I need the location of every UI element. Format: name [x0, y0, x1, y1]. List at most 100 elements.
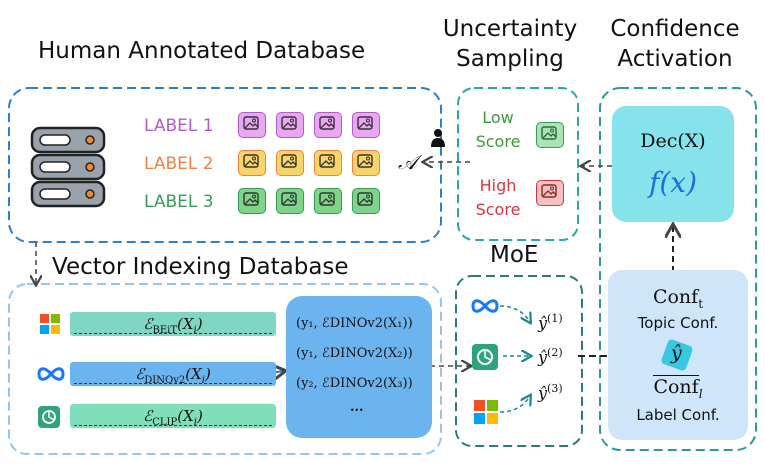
label-3-image-icon	[314, 188, 342, 214]
moe-openai-logo-icon	[472, 344, 498, 370]
encoder-dinov2-bar: ℰDINOv2(Xi)	[70, 362, 276, 386]
moe-yhat-2-sup: (2)	[547, 346, 563, 359]
label-2-image-icon	[238, 150, 266, 176]
encoder-beit-argsub: i	[193, 325, 197, 336]
openai-logo-icon	[38, 406, 60, 428]
decision-box: Dec(X) f(x)	[612, 106, 734, 222]
confidence-title: Confidence Activation	[595, 14, 755, 74]
label-2-text: LABEL 2	[144, 154, 214, 174]
human-db-box	[8, 87, 442, 243]
annotator-person-icon	[431, 129, 445, 147]
encoder-clip-dots	[74, 425, 272, 426]
encoder-beit-dots	[74, 333, 272, 334]
label-1-image-icon	[238, 112, 266, 138]
uncertainty-title-line1: Uncertainty	[442, 16, 578, 42]
label-1-image-icon	[276, 112, 304, 138]
microsoft-logo-icon	[40, 314, 60, 334]
high-score-label: High Score	[466, 174, 530, 222]
label-1-image-icon	[352, 112, 380, 138]
topic-conf-symbol: Conft	[608, 286, 748, 311]
low-score-label: Low Score	[466, 106, 530, 154]
encoder-clip-bar: ℰCLIP(Xi)	[70, 404, 276, 428]
low-score-line1: Low	[482, 108, 514, 127]
encoder-dinov2-sub: DINOv2	[144, 375, 186, 386]
label-3-text: LABEL 3	[144, 192, 214, 212]
encoder-beit-sub: BEiT	[152, 325, 178, 336]
moe-box	[455, 275, 583, 447]
high-score-image-icon	[536, 180, 564, 206]
topic-conf-base: Conf	[652, 286, 699, 308]
uncertainty-title: Uncertainty Sampling	[430, 14, 590, 74]
yhat-symbol: ŷ	[671, 342, 682, 364]
arrow-ms-to-y3	[499, 396, 530, 413]
moe-microsoft-logo-icon	[474, 400, 498, 424]
label-1-text: LABEL 1	[144, 116, 214, 136]
label-conf-symbol: Confl	[608, 375, 748, 401]
encoder-beit-arg: (X	[177, 315, 194, 333]
low-score-line2: Score	[475, 132, 521, 151]
encoder-beit-bar: ℰBEiT(Xi)	[70, 312, 276, 336]
index-item-2: (y₁, ℰDINOv2(X₂))	[296, 346, 413, 361]
label-2-image-icon	[352, 150, 380, 176]
index-item-3: (y₂, ℰDINOv2(X₃))	[296, 376, 413, 391]
encoder-clip-sub: CLIP	[152, 417, 178, 428]
low-score-image-icon	[536, 122, 564, 148]
human-db-title: Human Annotated Database	[38, 38, 366, 64]
index-item-ellipsis: ...	[350, 400, 364, 415]
annotator-symbol: 𝒜	[398, 150, 417, 174]
meta-logo-icon	[37, 367, 65, 381]
topic-conf-label: Topic Conf.	[637, 314, 719, 332]
encoder-clip-argsub: i	[193, 417, 197, 428]
encoder-beit-text: ℰBEiT(Xi)	[70, 315, 276, 336]
vector-index-box: (y₁, ℰDINOv2(X₁)) (y₁, ℰDINOv2(X₂)) (y₂,…	[286, 296, 432, 438]
confidence-title-line1: Confidence	[610, 16, 740, 42]
encoder-clip-name: ℰ	[143, 407, 153, 425]
moe-yhat-3: ŷ(3)	[538, 382, 563, 402]
encoder-dinov2-name: ℰ	[135, 365, 145, 383]
decision-function-text: Dec(X)	[640, 130, 706, 152]
database-icon	[30, 126, 106, 208]
label-1-image-icon	[314, 112, 342, 138]
moe-yhat-3-sup: (3)	[547, 382, 563, 395]
topic-conf-sub: t	[698, 296, 704, 311]
moe-meta-logo-icon	[471, 299, 499, 313]
moe-yhat-2-base: ŷ	[538, 347, 548, 367]
vector-db-box	[8, 283, 442, 455]
encoder-dinov2-text: ℰDINOv2(Xi)	[70, 365, 276, 386]
encoder-clip-text: ℰCLIP(Xi)	[70, 407, 276, 428]
uncertainty-box	[457, 87, 579, 241]
function-icon: f(x)	[648, 166, 697, 199]
confidence-scores-box: Conft Topic Conf. ŷ Confl Label Conf.	[608, 270, 748, 440]
confidence-box	[599, 87, 757, 451]
encoder-beit-name: ℰ	[143, 315, 153, 333]
encoder-dinov2-argsub: i	[201, 375, 205, 386]
moe-yhat-1: ŷ(1)	[538, 312, 563, 332]
vector-db-title: Vector Indexing Database	[52, 254, 349, 280]
uncertainty-title-line2: Sampling	[456, 46, 564, 72]
encoder-clip-close: )	[196, 407, 203, 425]
confidence-title-line2: Activation	[617, 46, 733, 72]
label-3-image-icon	[238, 188, 266, 214]
high-score-line2: Score	[475, 200, 521, 219]
encoder-dinov2-dots	[74, 383, 272, 384]
encoder-dinov2-close: )	[204, 365, 211, 383]
label-2-image-icon	[276, 150, 304, 176]
arrow-meta-to-y1	[499, 305, 530, 322]
encoder-dinov2-arg: (X	[185, 365, 202, 383]
moe-yhat-1-sup: (1)	[547, 312, 563, 325]
index-item-1: (y₁, ℰDINOv2(X₁))	[296, 316, 413, 331]
label-conf-base: Conf	[653, 375, 699, 398]
high-score-line1: High	[479, 176, 517, 195]
moe-title: MoE	[490, 242, 539, 268]
label-3-image-icon	[276, 188, 304, 214]
moe-yhat-3-base: ŷ	[538, 383, 548, 403]
encoder-clip-arg: (X	[177, 407, 194, 425]
moe-yhat-1-base: ŷ	[538, 313, 548, 333]
label-conf-sub: l	[698, 386, 703, 401]
encoder-beit-close: )	[196, 315, 203, 333]
label-2-image-icon	[314, 150, 342, 176]
moe-yhat-2: ŷ(2)	[538, 346, 563, 366]
label-conf-label: Label Conf.	[636, 406, 720, 424]
label-3-image-icon	[352, 188, 380, 214]
